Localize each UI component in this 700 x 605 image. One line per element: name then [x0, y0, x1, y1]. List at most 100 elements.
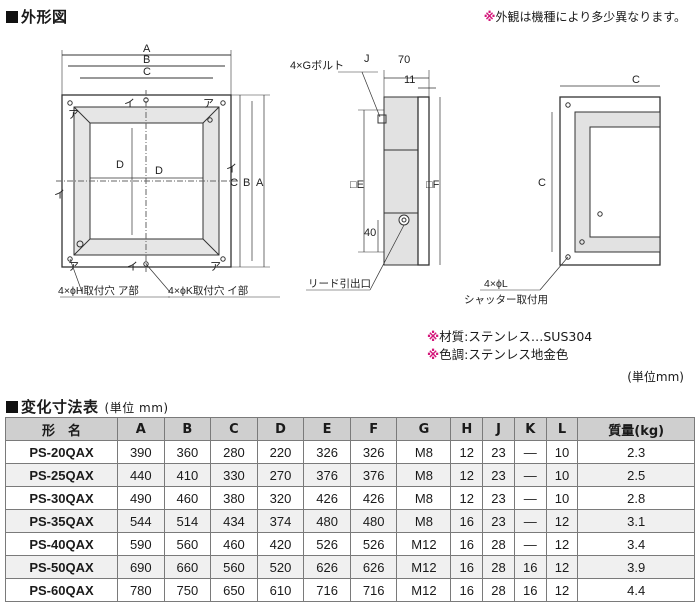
value-cell: 10 [545, 463, 579, 487]
col-header-j: J [482, 417, 515, 441]
value-cell: 10 [545, 486, 579, 510]
value-cell: 23 [482, 463, 515, 487]
col-header-l: L [545, 417, 579, 441]
value-cell: 12 [545, 509, 579, 533]
value-cell: 12 [450, 440, 484, 464]
col-header-g: G [396, 417, 452, 441]
value-cell: 3.4 [577, 532, 695, 556]
value-cell: 3.9 [577, 555, 695, 579]
value-cell: M12 [396, 578, 452, 602]
value-cell: 560 [210, 555, 258, 579]
lead-label: リード引出口 [308, 277, 371, 290]
value-cell: 320 [256, 486, 305, 510]
value-cell: 480 [303, 509, 351, 533]
dims-title-text: 変化寸法表 [21, 398, 99, 416]
value-cell: 610 [256, 578, 305, 602]
appearance-note: ※外観は機種により多少異なります。 [484, 8, 686, 25]
value-cell: 460 [163, 486, 212, 510]
value-cell: M12 [396, 532, 452, 556]
value-cell: 23 [482, 509, 515, 533]
value-cell: 490 [117, 486, 165, 510]
value-cell: 426 [349, 486, 398, 510]
material-note-line: ※材質:ステンレス…SUS304 [427, 328, 592, 346]
value-cell: M8 [396, 509, 452, 533]
mark-a: ア [68, 261, 79, 273]
value-cell: 380 [210, 486, 258, 510]
side-bolt [377, 114, 387, 124]
value-cell: 23 [482, 486, 515, 510]
dims-section-title: 変化寸法表(単位 mm) [6, 396, 169, 417]
value-cell: — [513, 509, 547, 533]
dim-label-c-side: C [538, 177, 546, 189]
value-cell: 426 [303, 486, 351, 510]
mount-hole [143, 261, 149, 267]
col-header-h: H [450, 417, 484, 441]
value-cell: 374 [256, 509, 305, 533]
dim-label-j: J [364, 53, 370, 65]
dim-label-d-v: D [116, 159, 124, 171]
value-cell: 560 [163, 532, 212, 556]
bolt-label: 4×Gボルト [290, 59, 344, 72]
value-cell: 16 [450, 578, 484, 602]
front-view [56, 50, 280, 298]
value-cell: 514 [163, 509, 212, 533]
value-cell: 716 [303, 578, 351, 602]
value-cell: 2.3 [577, 440, 695, 464]
dim-label-b-v: B [243, 177, 250, 189]
value-cell: 376 [349, 463, 398, 487]
col-header-mass: 質量(kg) [577, 417, 695, 441]
color-note-line: ※色調:ステンレス地金色 [427, 346, 592, 364]
value-cell: — [513, 440, 547, 464]
value-cell: 16 [450, 509, 484, 533]
mount-hole [67, 100, 73, 106]
front-corner-line [202, 238, 220, 256]
dim-label-d: D [155, 165, 163, 177]
value-cell: — [513, 463, 547, 487]
value-cell: 16 [450, 555, 484, 579]
value-cell: 280 [210, 440, 258, 464]
value-cell: 12 [545, 532, 579, 556]
leader-line [369, 224, 405, 291]
model-cell: PS-40QAX [5, 532, 118, 556]
lead-outlet-icon [398, 214, 410, 226]
value-cell: 326 [303, 440, 351, 464]
value-cell: 28 [482, 555, 515, 579]
value-cell: 390 [117, 440, 165, 464]
value-cell: 4.4 [577, 578, 695, 602]
value-cell: 28 [482, 578, 515, 602]
color-note-text: 色調:ステンレス地金色 [439, 347, 569, 362]
value-cell: 23 [482, 440, 515, 464]
value-cell: 410 [163, 463, 212, 487]
value-cell: 716 [349, 578, 398, 602]
value-cell: 376 [303, 463, 351, 487]
appearance-note-text: 外観は機種により多少異なります。 [495, 10, 686, 24]
value-cell: 626 [303, 555, 351, 579]
value-cell: 326 [349, 440, 398, 464]
value-cell: 12 [450, 463, 484, 487]
side-view [306, 70, 441, 291]
mark-a: ア [203, 98, 214, 110]
dim-label-a-v: A [256, 177, 264, 189]
front-corner-line [73, 106, 91, 124]
value-cell: 460 [210, 532, 258, 556]
leader-line [69, 258, 83, 293]
mark-i: イ [54, 189, 65, 201]
note-mark: ※ [483, 10, 496, 24]
mark-a: ア [210, 261, 221, 273]
mark-i: イ [226, 163, 237, 175]
col-header-e: E [303, 417, 351, 441]
value-cell: 660 [163, 555, 212, 579]
table-header-row: 形 名 A B C D E F G H J K L 質量(kg) [5, 417, 695, 441]
value-cell: 750 [163, 578, 212, 602]
value-cell: 420 [256, 532, 305, 556]
col-header-model: 形 名 [5, 417, 118, 441]
mount-hole [67, 256, 73, 262]
back-opening [589, 126, 661, 238]
mount-hole [143, 97, 149, 103]
model-cell: PS-25QAX [5, 463, 118, 487]
value-cell: 2.8 [577, 486, 695, 510]
material-note-text: 材質:ステンレス…SUS304 [439, 329, 593, 344]
